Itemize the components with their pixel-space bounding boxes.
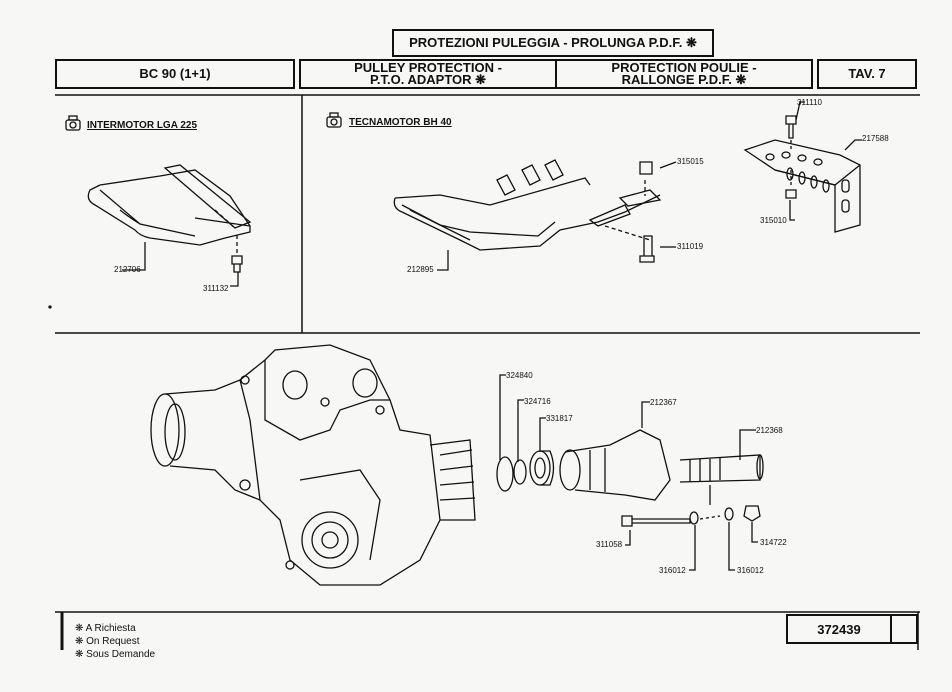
engine-icon: [65, 115, 81, 131]
bearing-331817: [529, 450, 551, 486]
table-number: TAV. 7: [848, 66, 886, 81]
part-number: 212367: [650, 398, 677, 407]
french-title-line2: RALLONGE P.D.F. ❋: [621, 72, 747, 87]
shaft-212368: [679, 454, 761, 483]
sheet-title: PROTEZIONI PULEGGIA - PROLUNGA P.D.F. ❋: [392, 29, 714, 57]
legend: ❋ A Richiesta ❋ On Request ❋ Sous Demand…: [75, 622, 155, 661]
engine-icon: [326, 112, 342, 128]
bracket-217588: [743, 101, 862, 233]
part-number: 212895: [407, 265, 434, 274]
model-box: BC 90 (1+1): [55, 59, 295, 89]
part-number: 217588: [862, 134, 889, 143]
ring-324716: [513, 459, 527, 485]
part-number: 311058: [596, 540, 623, 549]
part-number: 311132: [203, 284, 229, 293]
left-engine-label: INTERMOTOR LGA 225: [87, 120, 198, 131]
french-title-box: PROTECTION POULIE - RALLONGE P.D.F. ❋: [555, 59, 813, 89]
pto-components: [496, 374, 764, 571]
english-title-box: PULLEY PROTECTION - P.T.O. ADAPTOR ❋: [299, 59, 557, 89]
dot-mark: [48, 305, 52, 309]
legend-item: ❋ On Request: [75, 636, 140, 647]
french-title-line1: PROTECTION POULIE -: [611, 60, 757, 75]
part-number: 316012: [737, 566, 764, 575]
right-engine-label: TECNAMOTOR BH 40: [349, 117, 452, 128]
flange-212367: [564, 429, 671, 501]
washer-316012: [689, 511, 699, 525]
legend-item: ❋ A Richiesta: [75, 623, 136, 634]
legend-item: ❋ Sous Demande: [75, 649, 156, 660]
table-number-box: TAV. 7: [817, 59, 917, 89]
part-number: 311019: [677, 242, 704, 251]
part-number: 314722: [760, 538, 787, 547]
washer-316012: [724, 507, 734, 521]
part-number: 324716: [524, 397, 551, 406]
part-number: 315015: [677, 157, 704, 166]
part-number: 331817: [546, 414, 573, 423]
part-number: 311110: [797, 98, 822, 107]
gearbox-housing: [150, 344, 476, 586]
english-title-line2: P.T.O. ADAPTOR ❋: [369, 72, 487, 87]
part-number: 324840: [506, 371, 533, 380]
pulley-guard-212895: [393, 159, 677, 271]
circlip-324840: [496, 456, 514, 492]
part-number: 212368: [756, 426, 783, 435]
bolt-311058: [621, 515, 691, 527]
pulley-guard-212706: [87, 164, 252, 287]
model-label: BC 90 (1+1): [139, 66, 211, 81]
part-number: 315010: [760, 216, 787, 225]
english-title-line1: PULLEY PROTECTION -: [354, 60, 502, 75]
drawing-code: 372439: [817, 621, 861, 637]
part-number: 316012: [659, 566, 686, 575]
nut-314722: [743, 505, 761, 522]
blank-cell: [890, 614, 918, 644]
